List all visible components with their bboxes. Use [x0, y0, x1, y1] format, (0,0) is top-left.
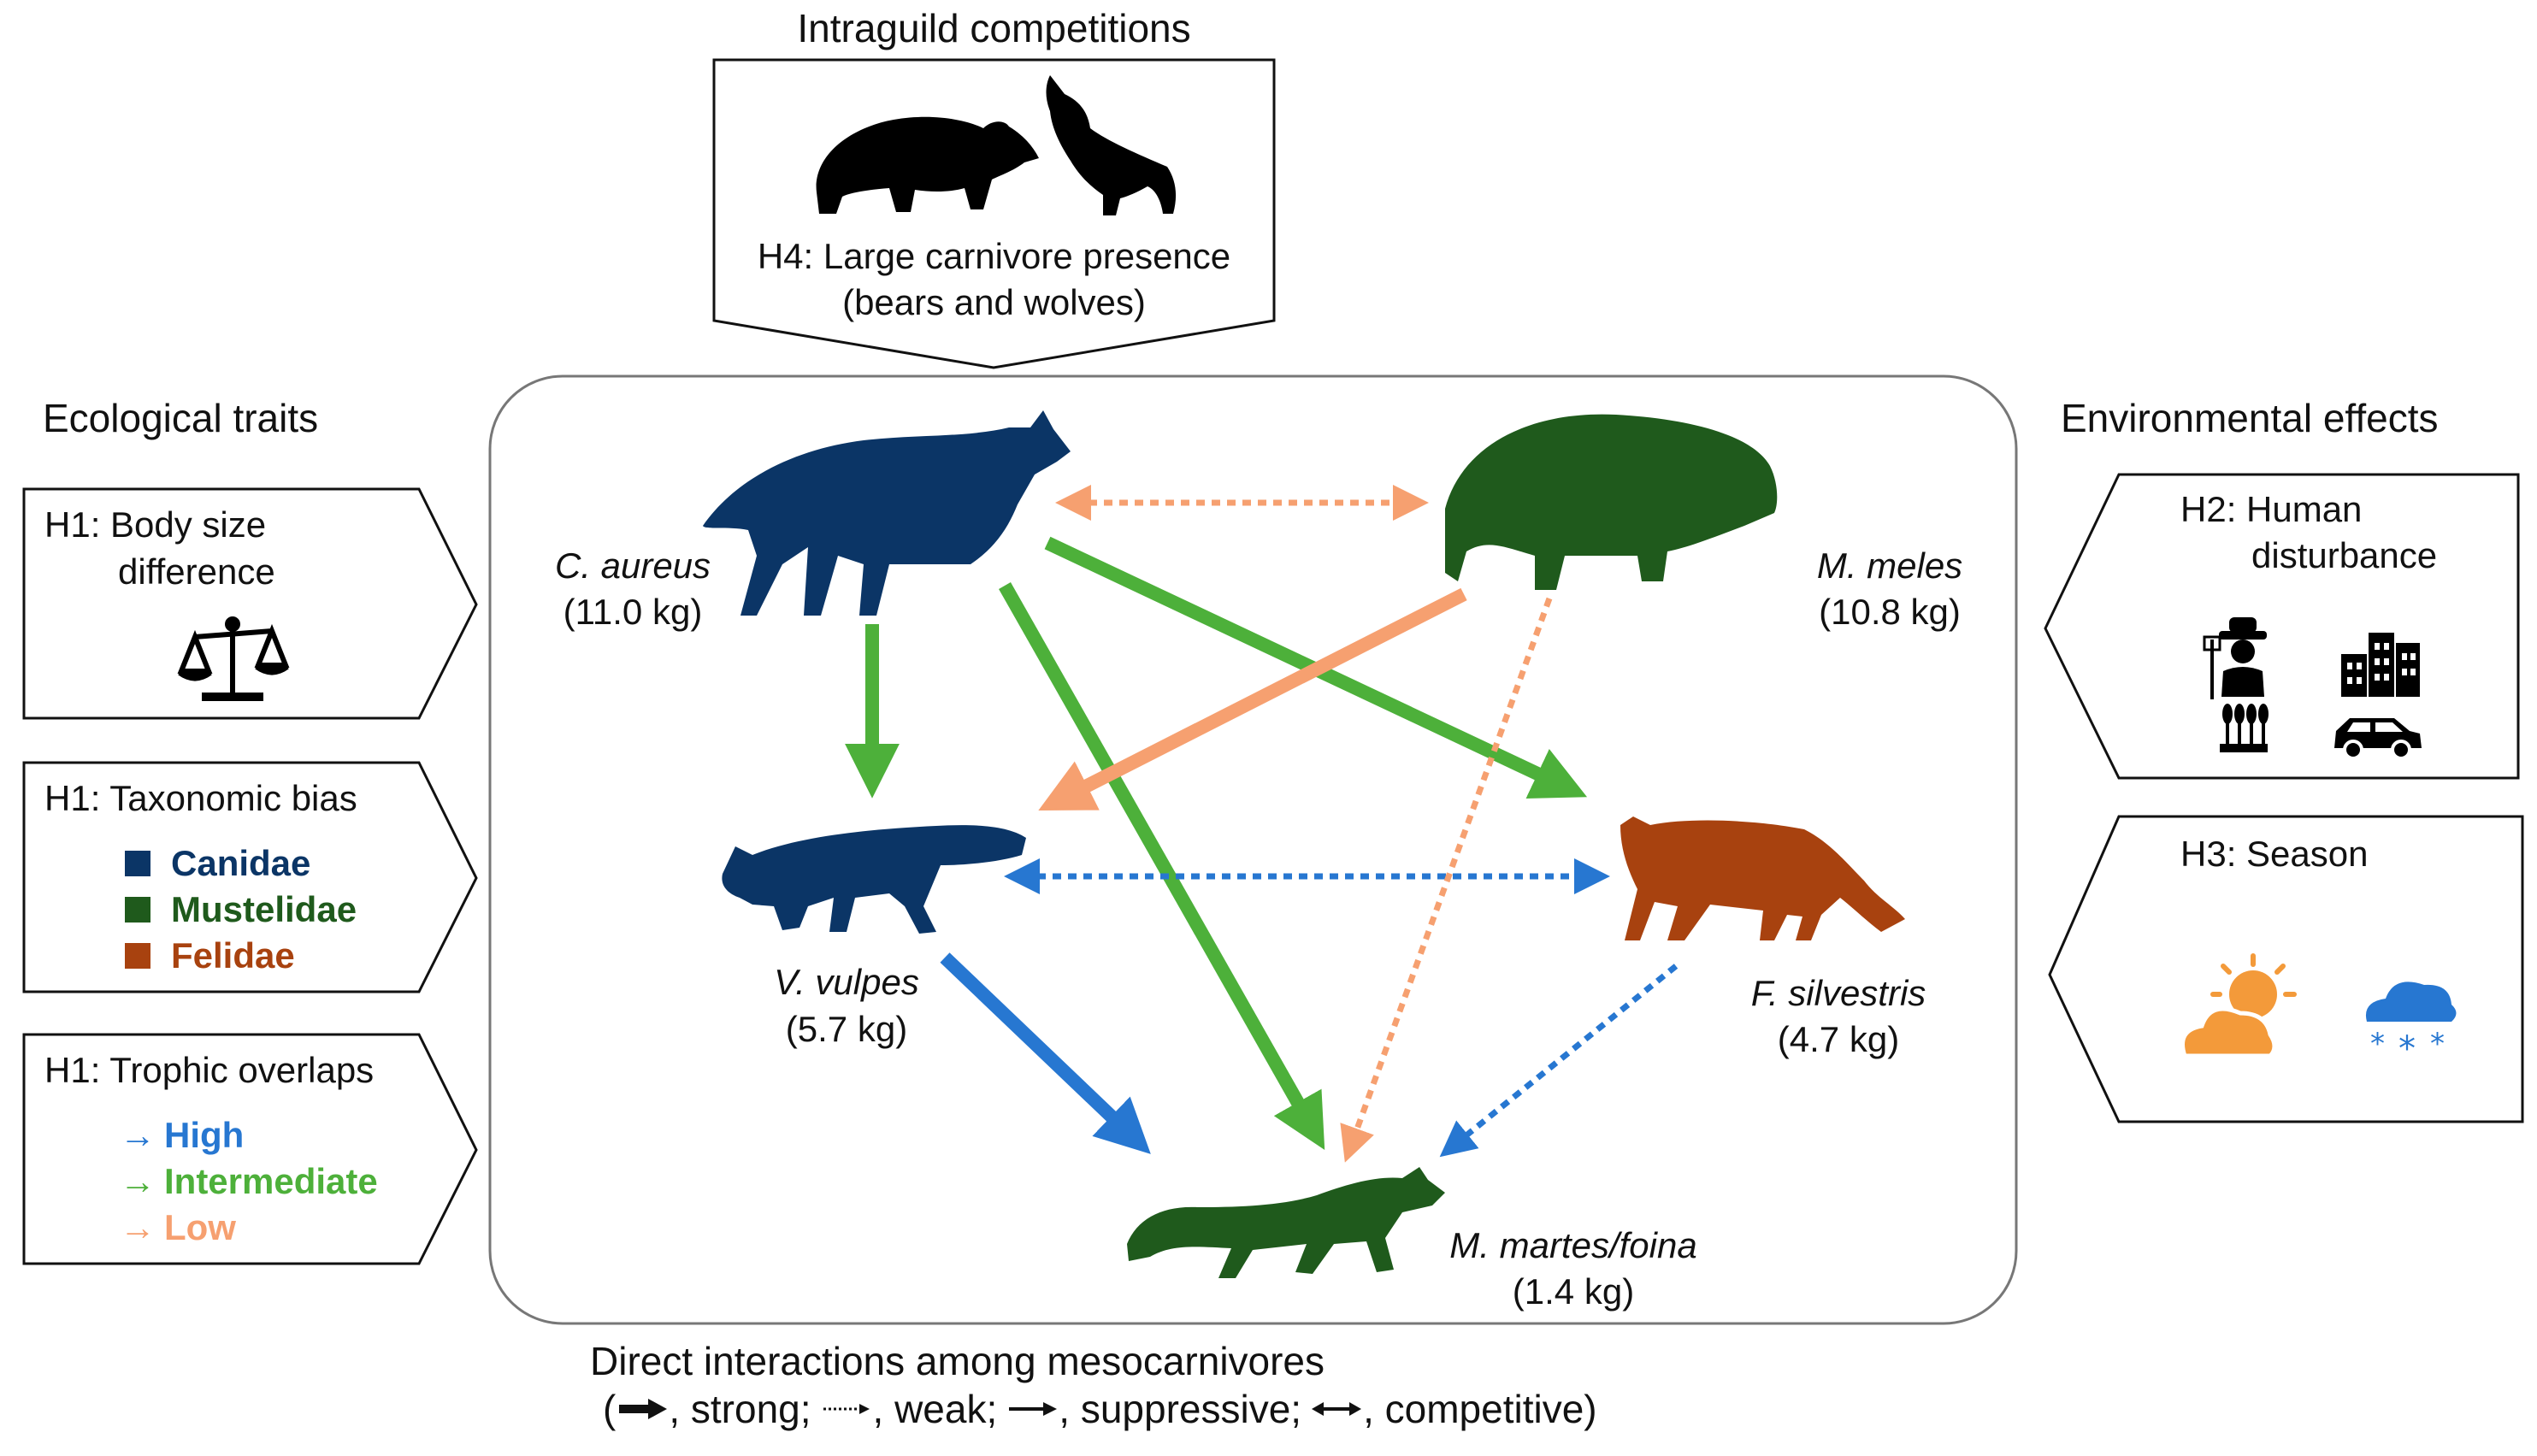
arrow-vulpes-to-martes [940, 952, 1151, 1154]
h4-label-line2: (bears and wolves) [842, 282, 1146, 322]
strong-arrow-icon [619, 1399, 668, 1419]
c-aureus-name: C. aureus [554, 545, 711, 586]
car-icon [2334, 718, 2422, 760]
legend-low: → Low [120, 1207, 236, 1248]
h4-panel [712, 58, 1276, 369]
taxonomic-panel [22, 761, 478, 993]
v-vulpes-name: V. vulpes [774, 962, 919, 1002]
svg-text:*: * [2430, 1027, 2445, 1061]
caption-line1: Direct interactions among mesocarnivores [590, 1339, 1325, 1383]
legend-intermediate: → Intermediate [120, 1161, 378, 1202]
high-label: High [164, 1115, 245, 1155]
weak-arrow-icon [823, 1404, 870, 1414]
arrow-aureus-to-martes [999, 582, 1325, 1151]
bear-icon [816, 116, 1039, 214]
wildcat-silhouette [1620, 816, 1905, 940]
legend-mustelidae: Mustelidae [125, 889, 357, 930]
golden-jackal-silhouette [703, 410, 1071, 616]
marten-silhouette [1127, 1167, 1445, 1278]
svg-text:*: * [2370, 1027, 2385, 1061]
m-meles-name: M. meles [1816, 545, 1963, 586]
trophic-panel [22, 1033, 478, 1265]
red-fox-silhouette [722, 825, 1026, 934]
mustelidae-label: Mustelidae [171, 889, 357, 929]
suppressive-arrow-icon [1009, 1402, 1058, 1416]
v-vulpes-mass: (5.7 kg) [785, 1009, 908, 1049]
m-martes-name: M. martes/foina [1449, 1225, 1697, 1265]
farmer-icon [2203, 617, 2267, 699]
caption-line2: ( , strong; , weak; , suppressive; , com… [603, 1383, 1597, 1435]
human-title-line2: disturbance [2251, 535, 2438, 575]
season-panel [2048, 815, 2524, 1123]
caption-strong: , strong; [669, 1387, 811, 1431]
body-size-panel [22, 487, 478, 720]
caption-suppressive: , suppressive; [1059, 1387, 1302, 1431]
legend-canidae: Canidae [125, 843, 310, 884]
trophic-title: H1: Trophic overlaps [44, 1050, 375, 1090]
human-disturbance-panel [2044, 473, 2520, 780]
scales-icon [177, 616, 290, 701]
c-aureus-mass: (11.0 kg) [563, 592, 703, 632]
taxonomic-title: H1: Taxonomic bias [44, 778, 357, 818]
arrow-meles-to-martes [1340, 597, 1553, 1163]
low-label: Low [164, 1207, 236, 1247]
body-size-title-line2: difference [118, 551, 275, 592]
intermediate-arrow: → [120, 1161, 156, 1201]
felidae-label: Felidae [171, 935, 295, 976]
badger-silhouette [1445, 414, 1778, 590]
f-silvestris-name: F. silvestris [1750, 973, 1926, 1013]
crops-icon [2220, 704, 2269, 752]
canidae-label: Canidae [171, 843, 311, 883]
intermediate-label: Intermediate [164, 1161, 378, 1201]
wolf-icon [1046, 75, 1177, 215]
arrow-silvestris-to-martes [1439, 964, 1679, 1158]
human-title-line1: H2: Human [2180, 489, 2363, 529]
h4-heading: Intraguild competitions [797, 6, 1191, 50]
ecological-traits-heading: Ecological traits [43, 396, 319, 440]
m-meles-mass: (10.8 kg) [1819, 592, 1961, 632]
felidae-swatch [125, 943, 150, 969]
interaction-frame [488, 374, 2018, 1325]
competitive-arrow-icon [1312, 1402, 1362, 1416]
environmental-effects-heading: Environmental effects [2061, 396, 2439, 440]
canidae-swatch [125, 851, 150, 876]
svg-text:*: * [2398, 1029, 2416, 1069]
city-icon [2341, 633, 2420, 697]
caption-competitive: , competitive) [1363, 1387, 1597, 1431]
season-title: H3: Season [2180, 834, 2369, 874]
arrow-aureus-to-silvestris [1044, 536, 1588, 799]
high-arrow: → [120, 1115, 156, 1155]
caption-weak: , weak; [872, 1387, 998, 1431]
caption-open-paren: ( [603, 1387, 617, 1431]
f-silvestris-mass: (4.7 kg) [1777, 1019, 1900, 1059]
legend-felidae: Felidae [125, 935, 295, 976]
h4-label-line1: H4: Large carnivore presence [757, 236, 1231, 276]
mustelidae-swatch [125, 897, 150, 923]
body-size-title-line1: H1: Body size [44, 504, 267, 545]
sun-cloud-icon [2180, 953, 2297, 1058]
arrow-meles-to-vulpes [1038, 587, 1467, 811]
low-arrow: → [120, 1207, 156, 1247]
m-martes-mass: (1.4 kg) [1512, 1271, 1635, 1312]
legend-high: → High [120, 1115, 244, 1156]
snow-cloud-icon: * * * [2365, 981, 2457, 1069]
